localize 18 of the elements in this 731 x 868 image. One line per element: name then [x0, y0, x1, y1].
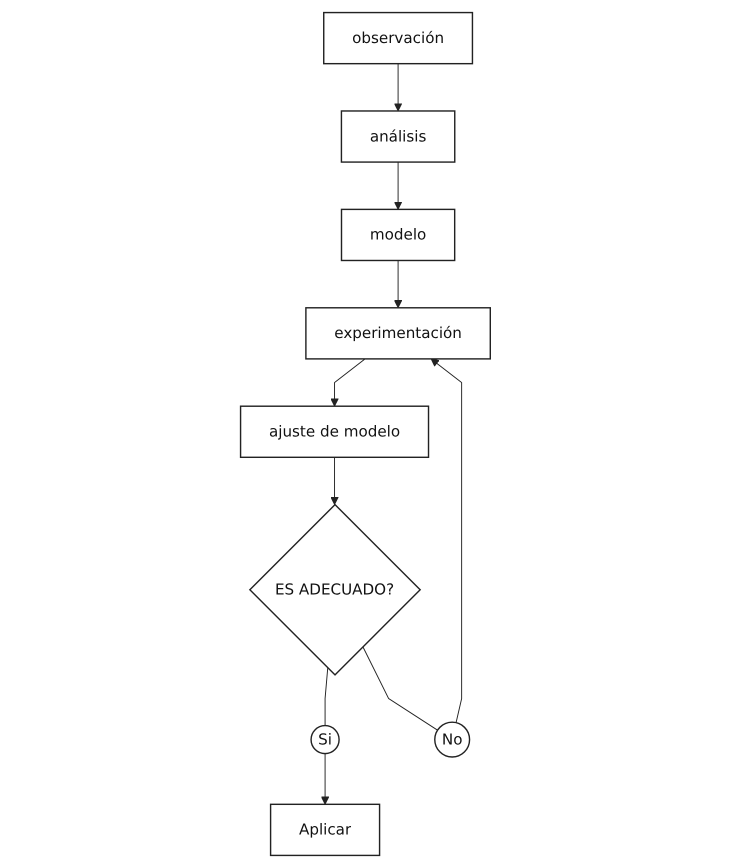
- arrow: [330, 358, 366, 407]
- node-diamond: ES ADECUADO?: [248, 504, 422, 676]
- connector: [324, 668, 328, 726]
- node-box: análisis: [340, 110, 456, 163]
- arrow: [394, 162, 402, 210]
- arrow: [330, 456, 339, 505]
- arrow: [430, 358, 462, 724]
- connector: [362, 646, 438, 731]
- node-box: Aplicar: [270, 804, 380, 856]
- arrow: [394, 63, 402, 112]
- arrow: [394, 260, 402, 308]
- arrow: [320, 753, 330, 805]
- node-box: modelo: [340, 208, 456, 262]
- node-box: observación: [323, 12, 474, 64]
- node-box: experimentación: [305, 307, 492, 360]
- node-box: ajuste de modelo: [240, 406, 430, 458]
- node-circle: Si: [310, 724, 340, 754]
- node-circle: No: [434, 722, 470, 758]
